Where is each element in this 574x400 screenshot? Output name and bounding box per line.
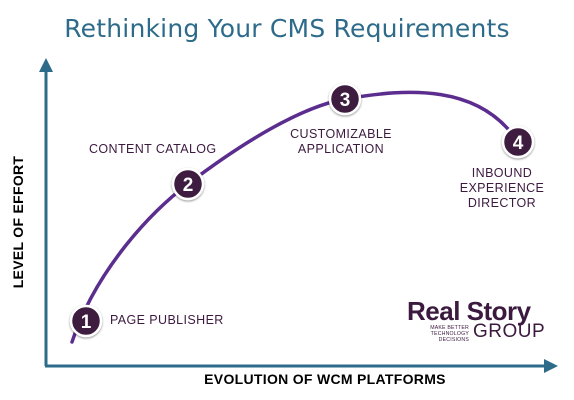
y-axis-arrowhead	[39, 58, 53, 72]
stage-marker-2: 2	[171, 167, 205, 201]
y-axis-label: LEVEL OF EFFORT	[10, 155, 26, 289]
stage-marker-1: 1	[69, 304, 103, 338]
stage-marker-4: 4	[501, 125, 535, 159]
x-axis-arrowhead	[544, 359, 558, 373]
logo-name-bottom: GROUP	[473, 321, 546, 342]
stage-number-1: 1	[81, 312, 92, 333]
real-story-group-logo: Real Story MAKE BETTER TECHNOLOGY DECISI…	[407, 296, 547, 346]
effort-curve	[70, 90, 520, 344]
stage-label-inbound-experience-director: INBOUND EXPERIENCE DIRECTOR	[459, 166, 545, 210]
page-title: Rethinking Your CMS Requirements	[64, 14, 510, 43]
stage-number-3: 3	[340, 90, 351, 111]
stage-number-2: 2	[183, 175, 194, 196]
x-axis-label: EVOLUTION OF WCM PLATFORMS	[204, 371, 446, 387]
stage-marker-3: 3	[328, 82, 362, 116]
stage-label-content-catalog: CONTENT CATALOG	[89, 142, 217, 156]
stage-number-4: 4	[513, 133, 524, 154]
logo-name-top: Real Story	[407, 296, 531, 326]
logo-tagline: MAKE BETTER TECHNOLOGY DECISIONS	[430, 325, 469, 343]
stage-label-customizable-application: CUSTOMIZABLE APPLICATION	[290, 127, 392, 156]
stage-label-page-publisher: PAGE PUBLISHER	[110, 313, 224, 327]
